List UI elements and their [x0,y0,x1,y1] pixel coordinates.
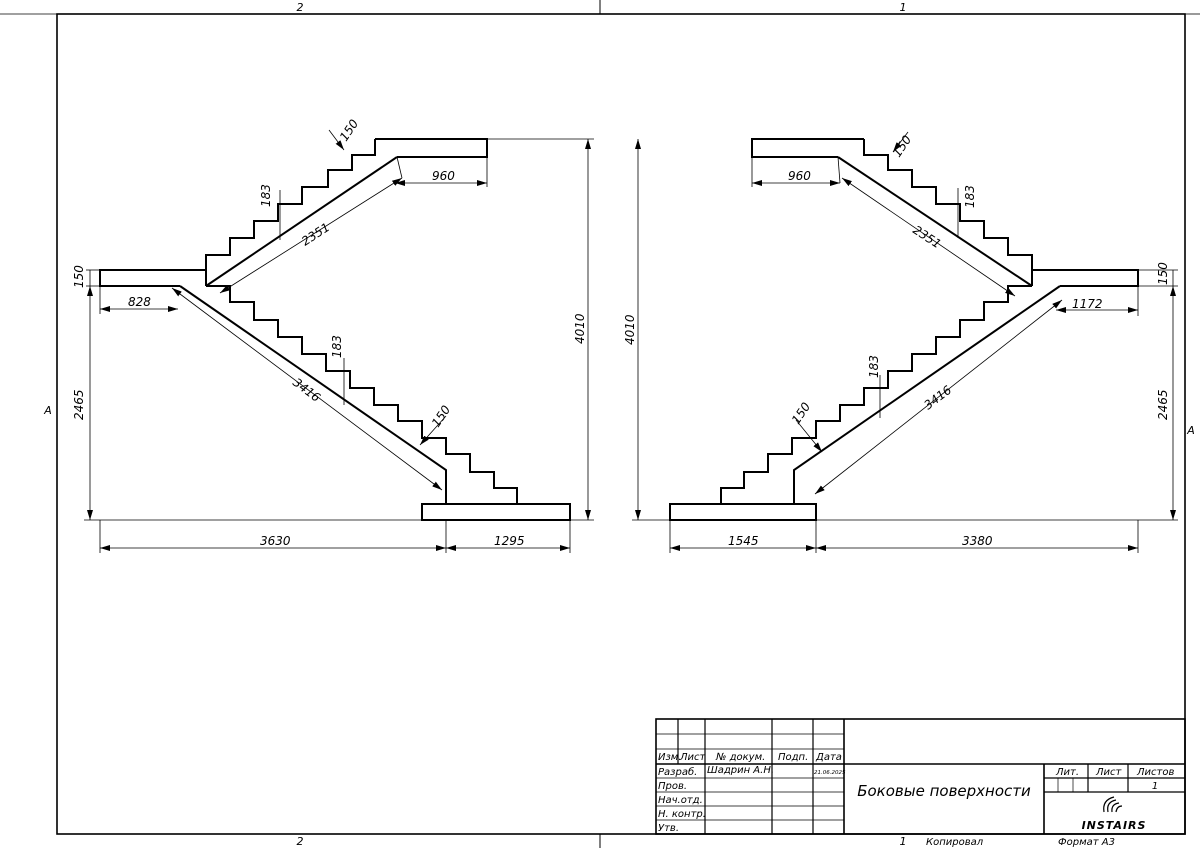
tb-row-norm: Н. контр. [658,809,706,820]
tb-col-sign: Подп. [778,752,808,763]
dim-left-offset: 828 [128,295,151,309]
left-stair-outline [99,138,571,521]
dim-left-height-mid: 2465 [72,389,86,420]
dim-left-tread-top: 150 [337,117,362,144]
left-dimension-lines [84,129,594,553]
dim-right-tread-top: 150 [890,133,915,160]
dim-left-riser-bottom: 183 [330,335,344,358]
right-stair-view: 150 960 183 2351 150 1172 2465 183 3416 … [623,131,1178,553]
dim-right-flight-top: 2351 [910,223,943,251]
tb-row-appr: Утв. [658,823,679,834]
zone-label-side-right: A [1186,424,1195,437]
dim-right-length-main: 3380 [962,534,993,548]
dim-left-riser-top: 183 [259,184,273,207]
tb-sheets-value: 1 [1152,781,1158,792]
dim-right-offset: 1172 [1072,297,1103,311]
tb-dev-date: 21.06.2025 [814,770,846,776]
tb-col-izm: Изм. [658,752,682,763]
zone-label-top-right: 1 [900,1,907,14]
right-dimension-texts: 150 960 183 2351 150 1172 2465 183 3416 … [623,133,1170,548]
title-block-texts: Изм. Лист № докум. Подп. Дата Разраб. Ша… [658,752,1174,834]
dim-left-landing-top: 960 [432,169,455,183]
zone-label-side-left: A [43,404,52,417]
dim-right-riser-top: 183 [963,185,977,208]
right-stair-outline [669,138,1139,521]
tb-col-doc: № докум. [715,752,765,763]
dim-right-slab: 150 [1156,262,1170,285]
dim-left-length-extra: 1295 [494,534,525,548]
tb-hdr-lit: Лит. [1055,767,1079,778]
dim-left-tread-bottom: 150 [429,403,454,430]
left-stair-view: 150 183 2351 960 150 828 2465 183 3416 1… [72,117,594,553]
footer-format: Формат А3 [1058,837,1115,848]
tb-hdr-sheets: Листов [1136,767,1174,778]
tb-col-list: Лист [679,752,707,763]
tb-company: INSTAIRS [1082,819,1147,832]
dim-left-flight-top: 2351 [299,220,332,248]
dim-right-height-mid: 2465 [1156,389,1170,420]
dim-right-landing-top: 960 [788,169,811,183]
right-dimension-lines [632,131,1178,553]
tb-hdr-sheet: Лист [1095,767,1123,778]
zone-label-bottom-left: 2 [297,835,304,848]
title-block [655,718,1186,835]
company-logo-icon [1103,796,1123,813]
left-dimension-texts: 150 183 2351 960 150 828 2465 183 3416 1… [72,117,587,548]
dim-right-tread-bottom: 150 [789,400,814,427]
dim-right-riser-bottom: 183 [867,355,881,378]
dim-left-slab: 150 [72,265,86,288]
zone-label-top-left: 2 [297,1,304,14]
tb-col-date: Дата [815,752,842,763]
dim-right-flight-bottom: 3416 [921,383,954,413]
tb-row-check: Пров. [658,781,687,792]
tb-row-dev: Разраб. [658,766,697,778]
dim-left-height-total: 4010 [573,313,587,344]
tb-row-head: Нач.отд. [658,795,703,806]
dim-right-height-total: 4010 [623,314,637,345]
tb-title: Боковые поверхности [857,782,1031,800]
dim-right-length-extra: 1545 [728,534,759,548]
dim-left-length-main: 3630 [260,534,291,548]
tb-dev-name: Шадрин А.Н. [707,765,774,776]
footer-copied: Копировал [926,837,984,848]
zone-label-bottom-right: 1 [900,835,907,848]
dim-left-flight-bottom: 3416 [290,375,323,405]
